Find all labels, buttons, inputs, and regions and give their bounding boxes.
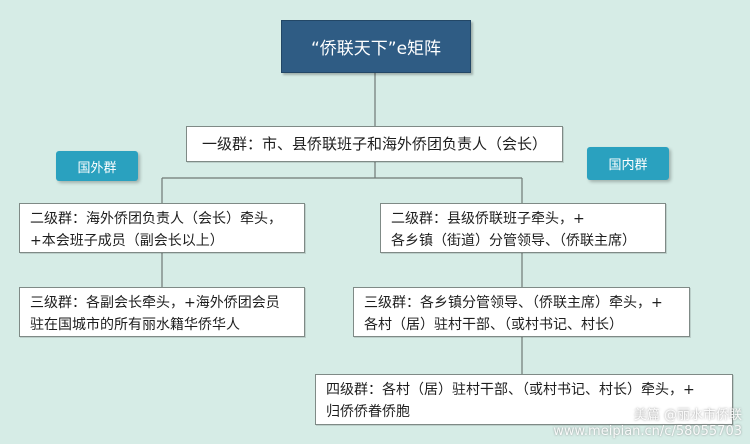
level1-node: 一级群：市、县侨联班子和海外侨团负责人（会长） xyxy=(186,126,563,162)
domestic-group-label: 国内群 xyxy=(608,158,648,173)
foreign-level2-line2: +本会班子成员（副会长以上） xyxy=(30,233,224,249)
meipian-logo-icon xyxy=(612,408,629,424)
domestic-level2-line2: 各乡镇（街道）分管领导、（侨联主席） xyxy=(391,233,636,249)
foreign-level3-node: 三级群：各副会长牵头，+海外侨团会员 驻在国城市的所有丽水籍华侨华人 xyxy=(19,287,305,337)
watermark: 美篇 @丽水市侨联 www.meipian.cn/c/58055703 xyxy=(553,408,742,440)
level1-text: 一级群：市、县侨联班子和海外侨团负责人（会长） xyxy=(201,135,547,153)
diagram-title: “侨联天下”e矩阵 xyxy=(281,20,471,73)
domestic-level2-node: 二级群：县级侨联班子牵头，+ 各乡镇（街道）分管领导、（侨联主席） xyxy=(380,203,666,253)
diagram-title-text: “侨联天下”e矩阵 xyxy=(310,39,442,59)
foreign-group-label: 国外群 xyxy=(77,160,117,176)
domestic-level4-line2: 归侨侨眷侨胞 xyxy=(326,404,410,420)
foreign-level3-line1: 三级群：各副会长牵头，+海外侨团会员 xyxy=(30,295,280,311)
domestic-level3-line1: 三级群：各乡镇分管领导、（侨联主席）牵头，+ xyxy=(364,295,663,311)
foreign-level3-line2: 驻在国城市的所有丽水籍华侨华人 xyxy=(30,317,240,333)
domestic-level3-line2: 各村（居）驻村干部、（或村书记、村长） xyxy=(364,317,623,333)
domestic-group-tag: 国内群 xyxy=(587,147,669,180)
foreign-level2-node: 二级群：海外侨团负责人（会长）牵头， +本会班子成员（副会长以上） xyxy=(19,203,305,253)
foreign-group-tag: 国外群 xyxy=(56,151,138,181)
foreign-level2-line1: 二级群：海外侨团负责人（会长）牵头， xyxy=(30,211,282,227)
watermark-url: www.meipian.cn/c/58055703 xyxy=(553,424,742,439)
domestic-level3-node: 三级群：各乡镇分管领导、（侨联主席）牵头，+ 各村（居）驻村干部、（或村书记、村… xyxy=(353,287,690,337)
domestic-level2-line1: 二级群：县级侨联班子牵头，+ xyxy=(391,211,585,227)
domestic-level4-node: 四级群：各村（居）驻村干部、（或村书记、村长）牵头，+ 归侨侨眷侨胞 xyxy=(315,374,733,425)
domestic-level4-line1: 四级群：各村（居）驻村干部、（或村书记、村长）牵头，+ xyxy=(326,382,695,398)
watermark-brand: 美篇 @丽水市侨联 xyxy=(633,408,742,423)
